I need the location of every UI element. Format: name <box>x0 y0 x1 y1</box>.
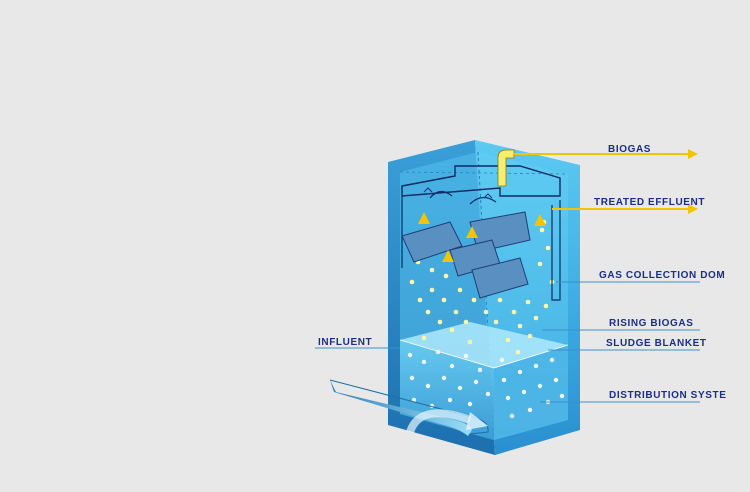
label-rising-biogas: RISING BIOGAS <box>609 318 693 329</box>
label-treated-effluent: TREATED EFFLUENT <box>594 197 705 208</box>
label-biogas: BIOGAS <box>608 144 651 155</box>
influent-pipe <box>329 379 489 436</box>
baffle-plate <box>471 257 529 299</box>
biogas-outlet-pipe <box>497 149 515 187</box>
label-sludge-blanket: SLUDGE BLANKET <box>606 338 707 349</box>
label-influent: INFLUENT <box>318 337 372 348</box>
baffle-plate <box>401 221 463 263</box>
leader-lines <box>315 281 700 403</box>
gas-collection-dome <box>401 165 561 301</box>
rising-biogas-bubbles <box>409 219 555 355</box>
output-arrows <box>514 149 698 214</box>
label-gas-collection-dome: GAS COLLECTION DOM <box>599 270 725 281</box>
label-distribution-system: DISTRIBUTION SYSTE <box>609 390 726 401</box>
